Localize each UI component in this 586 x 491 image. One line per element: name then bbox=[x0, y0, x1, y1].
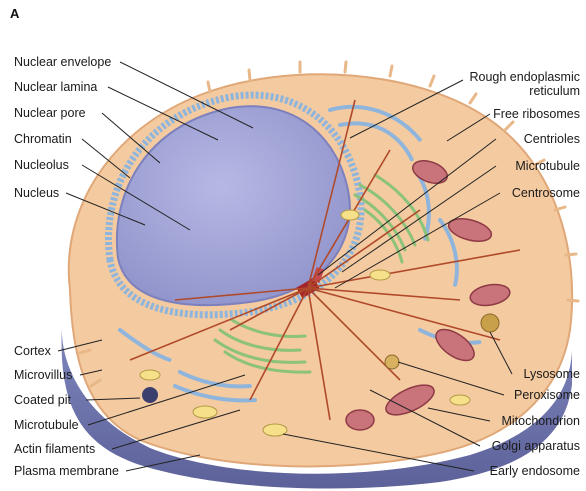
label-chromatin: Chromatin bbox=[14, 132, 72, 146]
label-coated-pit: Coated pit bbox=[14, 393, 71, 407]
label-nuclear-envelope: Nuclear envelope bbox=[14, 55, 111, 69]
label-mitochondrion: Mitochondrion bbox=[501, 414, 580, 428]
lysosome bbox=[481, 314, 499, 332]
label-rough-er-line1: Rough endoplasmic bbox=[470, 70, 581, 84]
label-nucleus: Nucleus bbox=[14, 186, 59, 200]
label-lysosome: Lysosome bbox=[523, 367, 580, 381]
label-early-endosome: Early endosome bbox=[490, 464, 580, 478]
label-rough-er: Rough endoplasmic reticulum bbox=[470, 70, 581, 98]
label-actin-filaments: Actin filaments bbox=[14, 442, 95, 456]
label-free-ribosomes: Free ribosomes bbox=[493, 107, 580, 121]
label-nuclear-pore: Nuclear pore bbox=[14, 106, 86, 120]
label-microvillus: Microvillus bbox=[14, 368, 72, 382]
label-centrosome: Centrosome bbox=[512, 186, 580, 200]
peroxisome bbox=[385, 355, 399, 369]
label-nuclear-lamina: Nuclear lamina bbox=[14, 80, 97, 94]
label-plasma-membrane: Plasma membrane bbox=[14, 464, 119, 478]
coated-pit bbox=[142, 387, 158, 403]
label-peroxisome: Peroxisome bbox=[514, 388, 580, 402]
label-microtubule-left: Microtubule bbox=[14, 418, 79, 432]
label-golgi-apparatus: Golgi apparatus bbox=[492, 439, 580, 453]
label-nucleolus: Nucleolus bbox=[14, 158, 69, 172]
label-centrioles: Centrioles bbox=[524, 132, 580, 146]
label-rough-er-line2: reticulum bbox=[470, 84, 581, 98]
label-microtubule-right: Microtubule bbox=[515, 159, 580, 173]
label-cortex: Cortex bbox=[14, 344, 51, 358]
